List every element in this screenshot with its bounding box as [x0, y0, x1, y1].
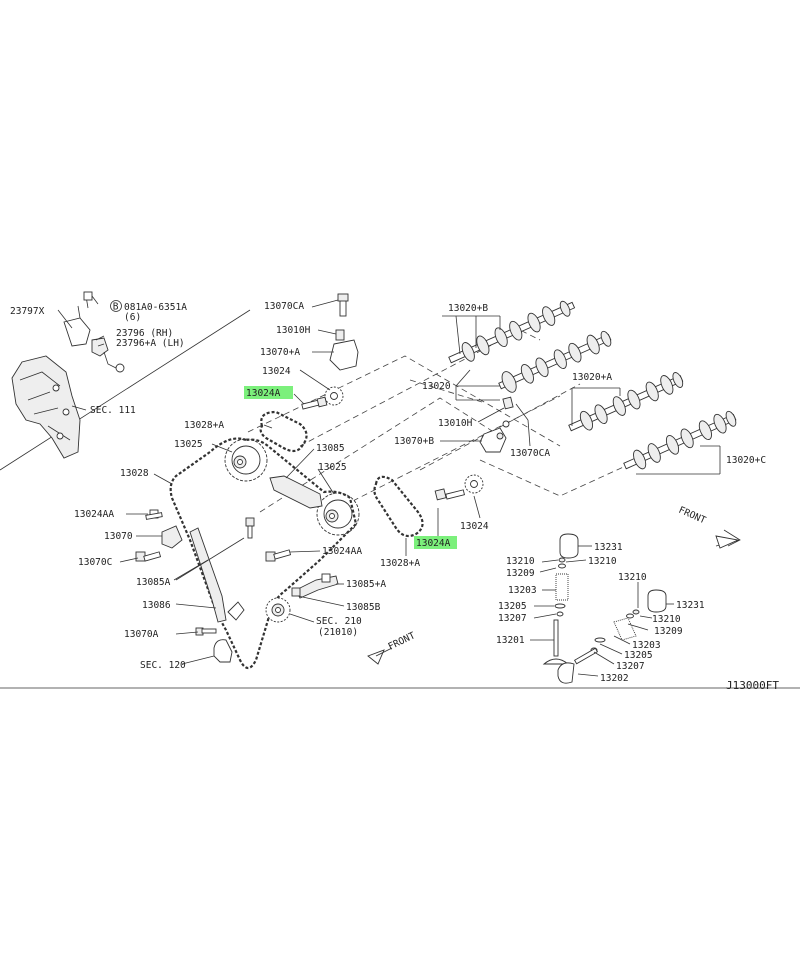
label-13010h-mid: 13010H: [438, 418, 473, 429]
tensioner-13070: [161, 525, 183, 549]
label-23796a: 23796+A (LH): [116, 338, 185, 349]
label-13085a: 13085A: [136, 577, 171, 588]
cylinder-head-part: [11, 355, 81, 459]
label-13207-left: 13207: [498, 613, 527, 624]
label-13203-right: 13203: [632, 640, 661, 651]
secondary-chain-13028-a-mid: [373, 475, 424, 538]
label-13025-mid: 13025: [318, 462, 347, 473]
label-13010h-top: 13010H: [276, 325, 311, 336]
inset-leaders: [57, 295, 105, 411]
label-13024a-mid: 13024A: [416, 538, 451, 549]
label-081a0-6351a: 081A0-6351A: [124, 302, 187, 313]
highlight-13024a-mid: [414, 536, 457, 549]
highlight-13024a-top: [244, 386, 293, 399]
front-arrow-icon-bottom: [367, 647, 393, 665]
label-13024a-top: 13024A: [246, 388, 281, 399]
label-13210-r1: 13210: [618, 572, 647, 583]
label-13209-right: 13209: [654, 626, 683, 637]
chain-guide-13085-plus-a: [291, 573, 339, 599]
label-13025-left: 13025: [174, 439, 203, 450]
camshaft-13020: [498, 330, 612, 393]
bolt-13024a-mid: [434, 488, 466, 501]
label-13070-plus-a: 13070+A: [260, 347, 300, 358]
sprocket-13025-mid: [316, 492, 360, 536]
label-13210-left1: 13210: [506, 556, 535, 567]
pulley-sec120: [213, 639, 233, 663]
small-sprocket-13024-right: [464, 474, 484, 494]
label-sec120: SEC. 120: [140, 660, 186, 671]
valve-group-right: [557, 589, 667, 684]
tensioner-13070-plus-a: [329, 293, 359, 371]
label-13210-r2: 13210: [652, 614, 681, 625]
label-sec210: SEC. 210: [316, 616, 362, 627]
small-sprocket-13024-top: [324, 386, 344, 406]
label-13024-right: 13024: [460, 521, 489, 532]
secondary-chain-13028-a-top: [259, 410, 308, 453]
inset-divider-line: [0, 309, 251, 471]
label-13020-plus-b: 13020+B: [448, 303, 488, 314]
label-13020: 13020: [422, 381, 451, 392]
main-timing-chain-13028: [169, 437, 358, 670]
bolt-13024a-top: [301, 396, 328, 410]
label-081a0-qty: (6): [124, 312, 141, 323]
label-13205-right: 13205: [624, 650, 653, 661]
label-13207-right: 13207: [616, 661, 645, 672]
label-13202: 13202: [600, 673, 629, 684]
label-13086: 13086: [142, 600, 171, 611]
label-13205-left: 13205: [498, 601, 527, 612]
chain-guide-13086: [227, 601, 245, 621]
label-13231-left: 13231: [594, 542, 623, 553]
label-sec210-sub: (21010): [318, 627, 358, 638]
label-13070c: 13070C: [78, 557, 112, 568]
camshaft-13020-c: [623, 410, 737, 470]
part-labels: 23797X 081A0-6351A (6) 23796 (RH) 23796+…: [10, 301, 779, 692]
b-circle-letter: B: [113, 302, 119, 313]
chain-guide-13085a: [189, 527, 227, 623]
label-13028-plus-a-top: 13028+A: [184, 420, 224, 431]
label-13085-plus-a: 13085+A: [346, 579, 386, 590]
label-13085b: 13085B: [346, 602, 381, 613]
label-13210-left2: 13210: [588, 556, 617, 567]
tensioner-13070-plus-b: [479, 396, 514, 453]
label-13231-right: 13231: [676, 600, 705, 611]
label-front-bottom: FRONT: [386, 630, 417, 653]
camshaft-13020-a: [568, 372, 684, 432]
bolt-13070a: [195, 627, 217, 636]
label-13020-plus-c: 13020+C: [726, 455, 766, 466]
valve-group-left: [542, 533, 579, 665]
label-13028-plus-a-mid: 13028+A: [380, 558, 420, 569]
label-23796: 23796 (RH): [116, 328, 173, 339]
label-13024-top: 13024: [262, 366, 291, 377]
label-13070: 13070: [104, 531, 133, 542]
label-13070-plus-b: 13070+B: [394, 436, 434, 447]
label-13085: 13085: [316, 443, 345, 454]
label-13070ca-mid: 13070CA: [510, 448, 550, 459]
b-circle-icon: [110, 300, 122, 312]
camshaft-13020-b: [448, 300, 576, 364]
label-13209-left: 13209: [506, 568, 535, 579]
label-13024aa-left: 13024AA: [74, 509, 114, 520]
label-13028: 13028: [120, 468, 149, 479]
label-13201: 13201: [496, 635, 525, 646]
diagram-code: J13000FT: [726, 679, 779, 692]
bolt-13024aa-left: [145, 509, 163, 520]
label-13024aa-mid: 13024AA: [322, 546, 362, 557]
sprocket-13025-left: [224, 438, 268, 482]
label-13070a: 13070A: [124, 629, 159, 640]
label-13203-left: 13203: [508, 585, 537, 596]
label-front-right: FRONT: [677, 505, 708, 527]
label-13070ca-top: 13070CA: [264, 301, 304, 312]
bolt-13024aa-mid: [265, 549, 292, 562]
label-13020-plus-a: 13020+A: [572, 372, 612, 383]
sensor-bracket-part: [63, 291, 125, 373]
crank-sprocket-sec210: [265, 597, 291, 623]
leader-lines: [119, 299, 721, 677]
label-sec111: SEC. 111: [90, 405, 136, 416]
bolt-13070c: [135, 551, 162, 562]
chain-guide-13085: [269, 475, 323, 509]
front-arrow-icon-right: [715, 529, 741, 549]
bolt-left-vertical: [245, 517, 255, 539]
label-23797x: 23797X: [10, 306, 45, 317]
